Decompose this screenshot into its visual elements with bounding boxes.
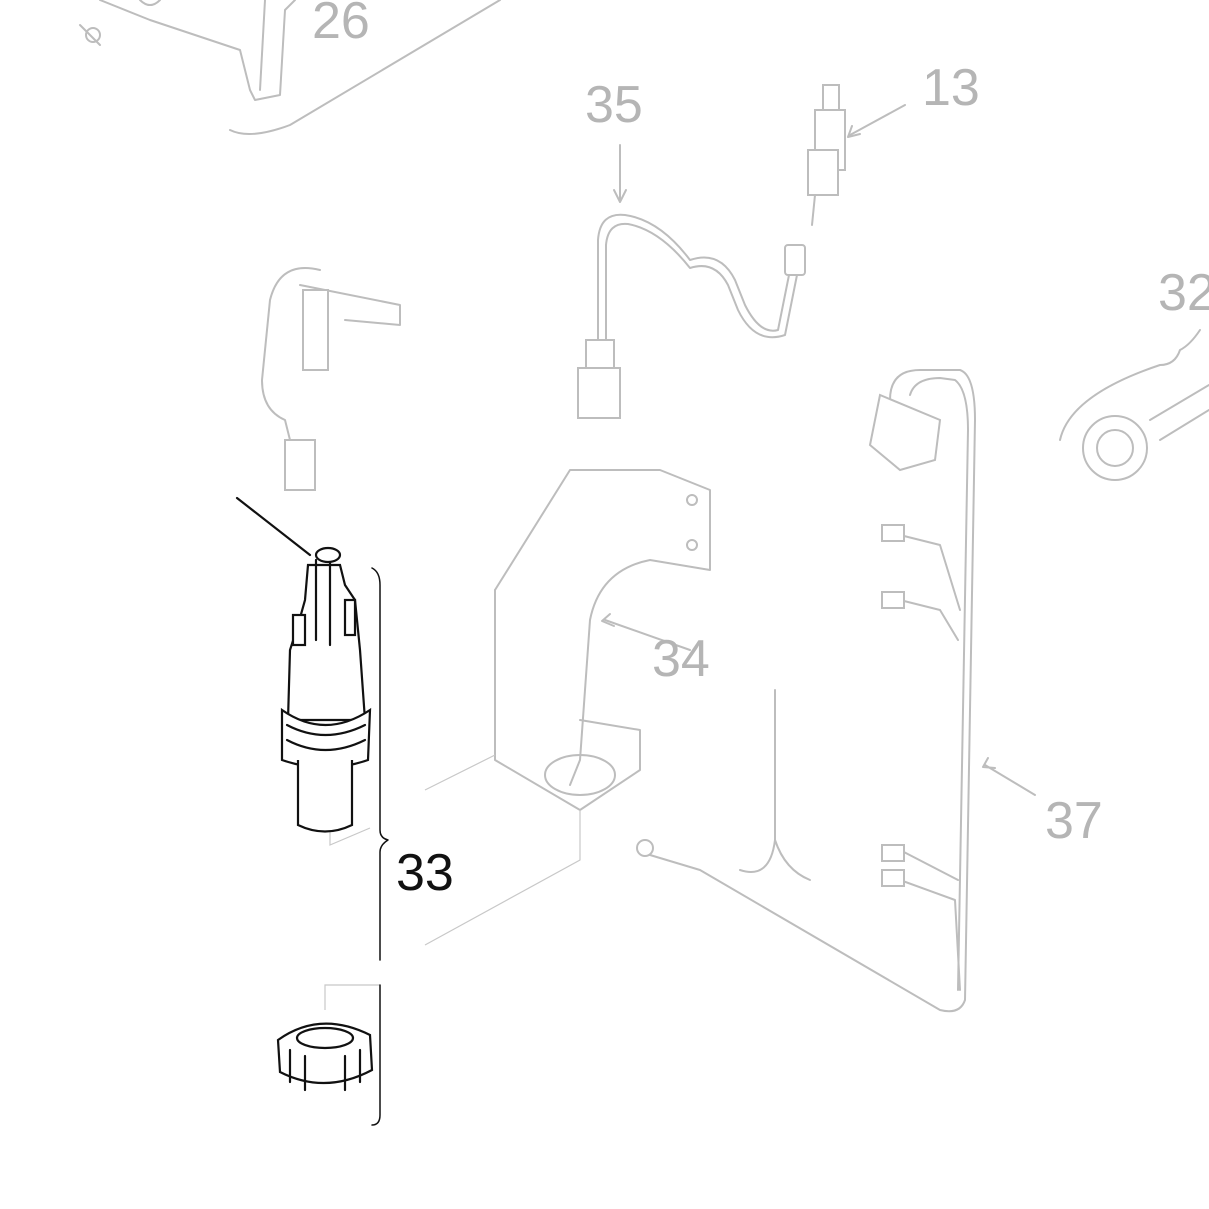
part-33-nut[interactable]: [276, 984, 380, 1092]
part-33-igniter[interactable]: [235, 496, 372, 833]
part-26-housing[interactable]: [79, 0, 501, 135]
part-37-harness[interactable]: [636, 369, 1036, 1013]
callout-13: 13: [922, 59, 980, 117]
part-ignition-lead[interactable]: [261, 267, 401, 491]
callout-35: 35: [585, 76, 643, 134]
part-32-fitting[interactable]: [1059, 329, 1209, 481]
part-34-bracket[interactable]: [494, 469, 711, 811]
callout-37: 37: [1045, 792, 1103, 850]
projection-lines: [329, 754, 581, 946]
group-bracket-33: [371, 567, 389, 1126]
part-13-electrode[interactable]: [807, 84, 906, 226]
callout-32: 32: [1158, 264, 1209, 322]
part-35-wire[interactable]: [577, 144, 806, 419]
callout-34: 34: [652, 630, 710, 688]
callout-33: 33: [396, 844, 454, 902]
callout-26: 26: [312, 0, 370, 50]
